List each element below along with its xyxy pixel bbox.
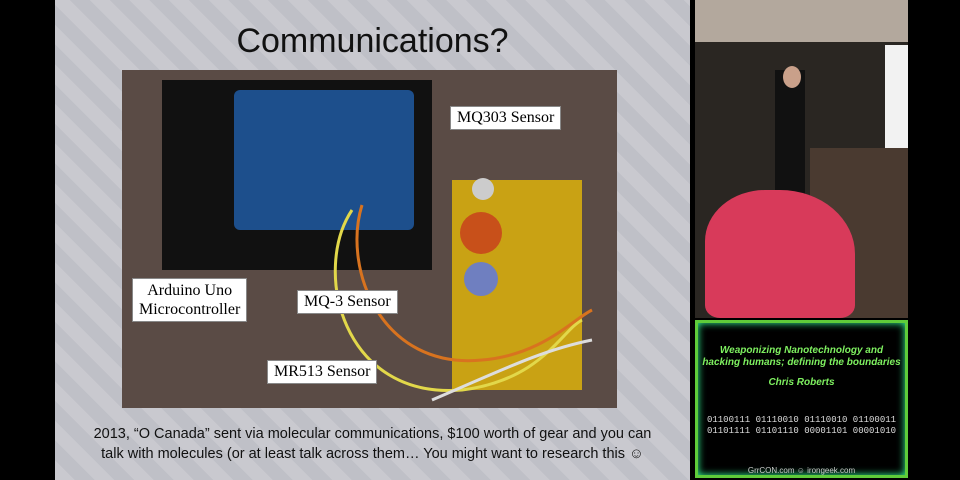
wires [333, 204, 593, 402]
speaker-name: Chris Roberts [768, 377, 835, 388]
caption-line-1: 2013, “O Canada” sent via molecular comm… [93, 426, 652, 442]
mq3-sensor [460, 212, 502, 254]
label-mq3: MQ-3 Sensor [297, 290, 398, 314]
label-arduino-line2: Microcontroller [139, 301, 241, 318]
caption-line-2: talk with molecules (or at least talk ac… [101, 446, 644, 462]
speaker-video [695, 0, 908, 318]
binary-line-2: 01101111 01101110 00001101 00001010 [706, 426, 897, 436]
presentation-slide: Communications? MQ303 Sensor Arduino Uno… [55, 0, 690, 480]
slide-title: Communications? [236, 22, 509, 60]
panel-footer: GrrCON.com ☺ irongeek.com [747, 466, 856, 475]
slide-caption: 2013, “O Canada” sent via molecular comm… [55, 424, 690, 464]
inflatable-dinosaur [705, 190, 855, 318]
mr513-sensor [464, 262, 498, 296]
mq303-sensor [472, 178, 494, 200]
talk-title-line-1: Weaponizing Nanotechnology and [719, 345, 884, 356]
arduino-board [234, 90, 414, 230]
label-arduino-line1: Arduino Uno [147, 282, 233, 299]
label-mr513: MR513 Sensor [267, 360, 378, 384]
talk-title-line-2: hacking humans; defining the boundaries [702, 357, 901, 368]
talk-info-panel: Weaponizing Nanotechnology and hacking h… [695, 320, 908, 478]
binary-text: 01100111 01110010 01110010 01100011 0110… [698, 415, 905, 437]
binary-line-1: 01100111 01110010 01110010 01100011 [706, 415, 897, 425]
label-mq303: MQ303 Sensor [450, 106, 562, 130]
